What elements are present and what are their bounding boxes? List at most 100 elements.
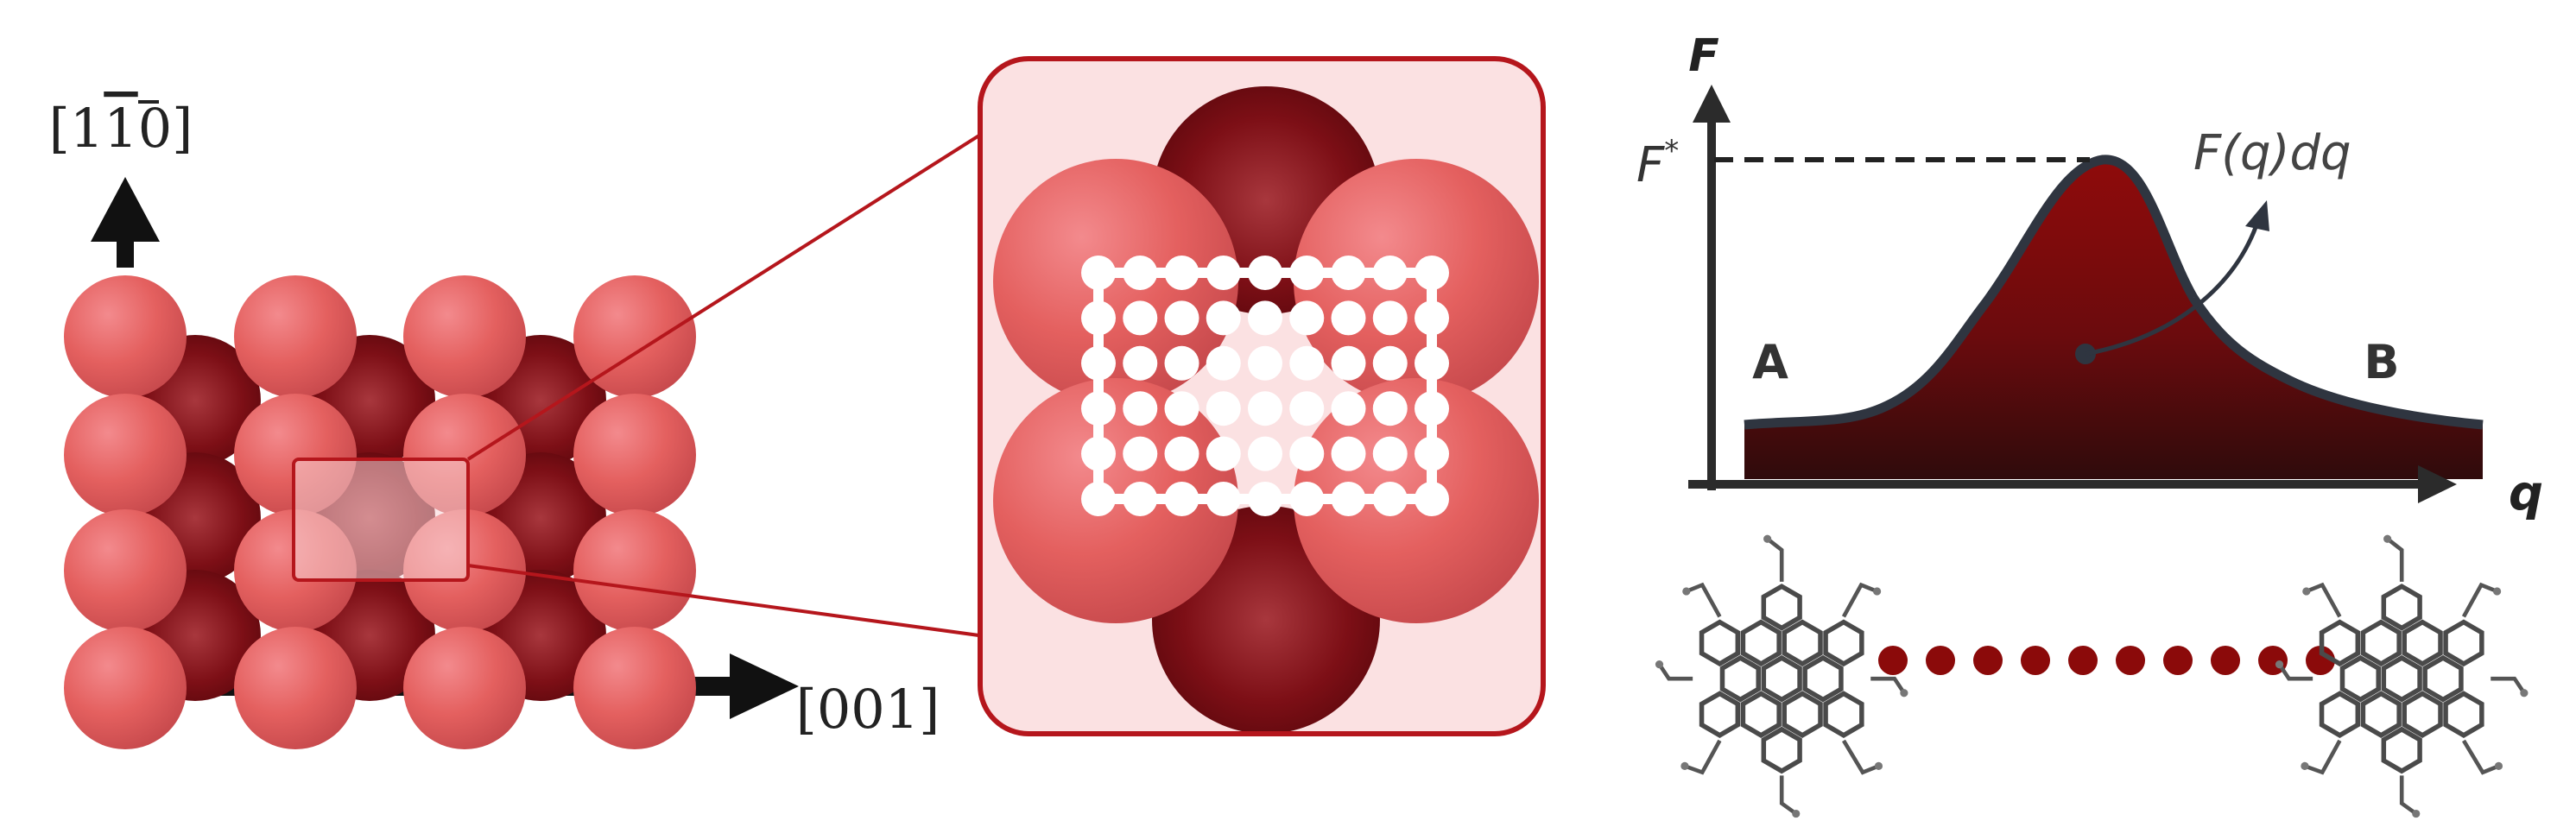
pathway-dot <box>2116 646 2145 675</box>
grid-sample-point <box>1164 256 1199 290</box>
grid-sample-point <box>1331 482 1366 516</box>
grid-sample-point <box>1415 482 1449 516</box>
molecule-side-chain <box>1657 663 1693 681</box>
surface-atom <box>573 509 696 632</box>
grid-sample-point <box>1289 482 1325 516</box>
grid-sample-point <box>1206 436 1241 471</box>
molecule-side-chain <box>1684 739 1722 775</box>
grid-sample-point <box>1248 345 1282 381</box>
surface-atom <box>234 627 357 749</box>
molecule-ring <box>2402 619 2443 667</box>
molecule-atom <box>1874 761 1883 770</box>
grid-sample-point <box>1206 345 1241 381</box>
grid-sample-point <box>1123 482 1158 516</box>
molecule-ring <box>1823 619 1864 667</box>
molecule-atom <box>1655 660 1664 669</box>
pathway-dot <box>2163 646 2193 675</box>
surface-atom <box>573 627 696 749</box>
molecule-side-chain <box>1685 582 1722 618</box>
molecule-ring <box>2443 691 2484 738</box>
grid-sample-point <box>1081 300 1116 336</box>
molecule-side-chain <box>2461 739 2500 775</box>
molecule-side-chain <box>2399 775 2418 816</box>
surface-atom <box>403 627 526 749</box>
plot-x-label: q <box>2509 465 2543 521</box>
surface-atom <box>64 627 187 749</box>
zoom-light-atom <box>1294 159 1539 404</box>
molecule-ring <box>2381 584 2422 631</box>
molecule-side-chain <box>1870 676 1906 694</box>
molecule-ring <box>2443 619 2484 667</box>
axis-horizontal-arrowhead <box>730 653 799 719</box>
pathway-dot <box>1926 646 1955 675</box>
curve-label: F(q)dq <box>2193 125 2351 181</box>
molecule-ring <box>1699 619 1741 667</box>
grid-sample-point <box>1081 345 1116 381</box>
molecule-icon <box>1655 534 1908 818</box>
grid-sample-point <box>1206 256 1241 290</box>
grid-sample-point <box>1123 256 1158 290</box>
grid-sample-point <box>1081 482 1116 516</box>
grid-sample-point <box>1331 300 1366 336</box>
grid-sample-point <box>1123 391 1158 426</box>
molecule-atom <box>1792 809 1801 818</box>
grid-sample-point <box>1123 345 1158 381</box>
grid-sample-point <box>1081 436 1116 471</box>
curve-annotation-arrowhead <box>2245 200 2269 231</box>
molecule-side-chain <box>1779 775 1798 816</box>
surface-atom <box>573 275 696 398</box>
pathway-dot <box>2306 646 2335 675</box>
molecule-side-chain <box>2386 537 2404 582</box>
grid-sample-point <box>1331 345 1366 381</box>
grid-sample-point <box>1415 436 1449 471</box>
surface-atom-layer <box>64 275 696 749</box>
grid-sample-point <box>1248 300 1282 336</box>
grid-sample-point <box>1289 300 1325 336</box>
free-energy-curve-line <box>1744 155 2484 430</box>
zoom-inset <box>978 56 1546 736</box>
grid-sample-point <box>1248 391 1282 426</box>
grid-sample-point <box>1289 256 1325 290</box>
molecule-ring <box>1823 691 1864 738</box>
grid-sample-point <box>1206 391 1241 426</box>
grid-sample-point <box>1123 300 1158 336</box>
barrier-label: F* <box>1636 134 1679 193</box>
grid-sample-point <box>1331 391 1366 426</box>
molecule-ring <box>2381 654 2422 703</box>
grid-sample-point <box>1123 436 1158 471</box>
grid-sample-point <box>1206 300 1241 336</box>
plot-y-label: F <box>1688 30 1719 82</box>
molecule-ring <box>2422 654 2464 703</box>
zoom-connector-bottom <box>467 564 992 639</box>
zoom-light-atom <box>993 159 1238 404</box>
molecule-side-chain <box>2304 739 2342 775</box>
pathway-dot <box>1973 646 2003 675</box>
molecule-ring <box>1740 619 1782 667</box>
molecule-ring <box>1761 726 1802 774</box>
free-energy-curve-area <box>1744 159 2483 479</box>
molecule-atom <box>2301 761 2309 770</box>
molecule-side-chain <box>2491 676 2526 694</box>
molecule-ring <box>1782 619 1823 667</box>
sampling-grid <box>1081 256 1449 516</box>
grid-sample-point <box>1248 482 1282 516</box>
molecule-ring <box>1802 654 1844 703</box>
molecule-side-chain <box>1766 537 1784 582</box>
state-b-label: B <box>2364 335 2399 389</box>
molecule-side-chain <box>2461 582 2498 618</box>
grid-sample-point <box>1372 436 1408 471</box>
surface-atom <box>234 275 357 398</box>
grid-sample-point <box>1415 300 1449 336</box>
grid-sample-point <box>1289 436 1325 471</box>
molecule-ring <box>2319 691 2361 738</box>
surface-atom <box>64 509 187 632</box>
molecule-atom <box>2520 689 2529 698</box>
grid-sample-point <box>1372 391 1408 426</box>
curve-annotation-arrow <box>2085 219 2261 357</box>
molecule-ring <box>1699 691 1741 738</box>
grid-sample-point <box>1372 482 1408 516</box>
molecule-atom <box>1763 534 1772 543</box>
molecule-side-chain <box>2305 582 2342 618</box>
surface-atom <box>573 394 696 516</box>
